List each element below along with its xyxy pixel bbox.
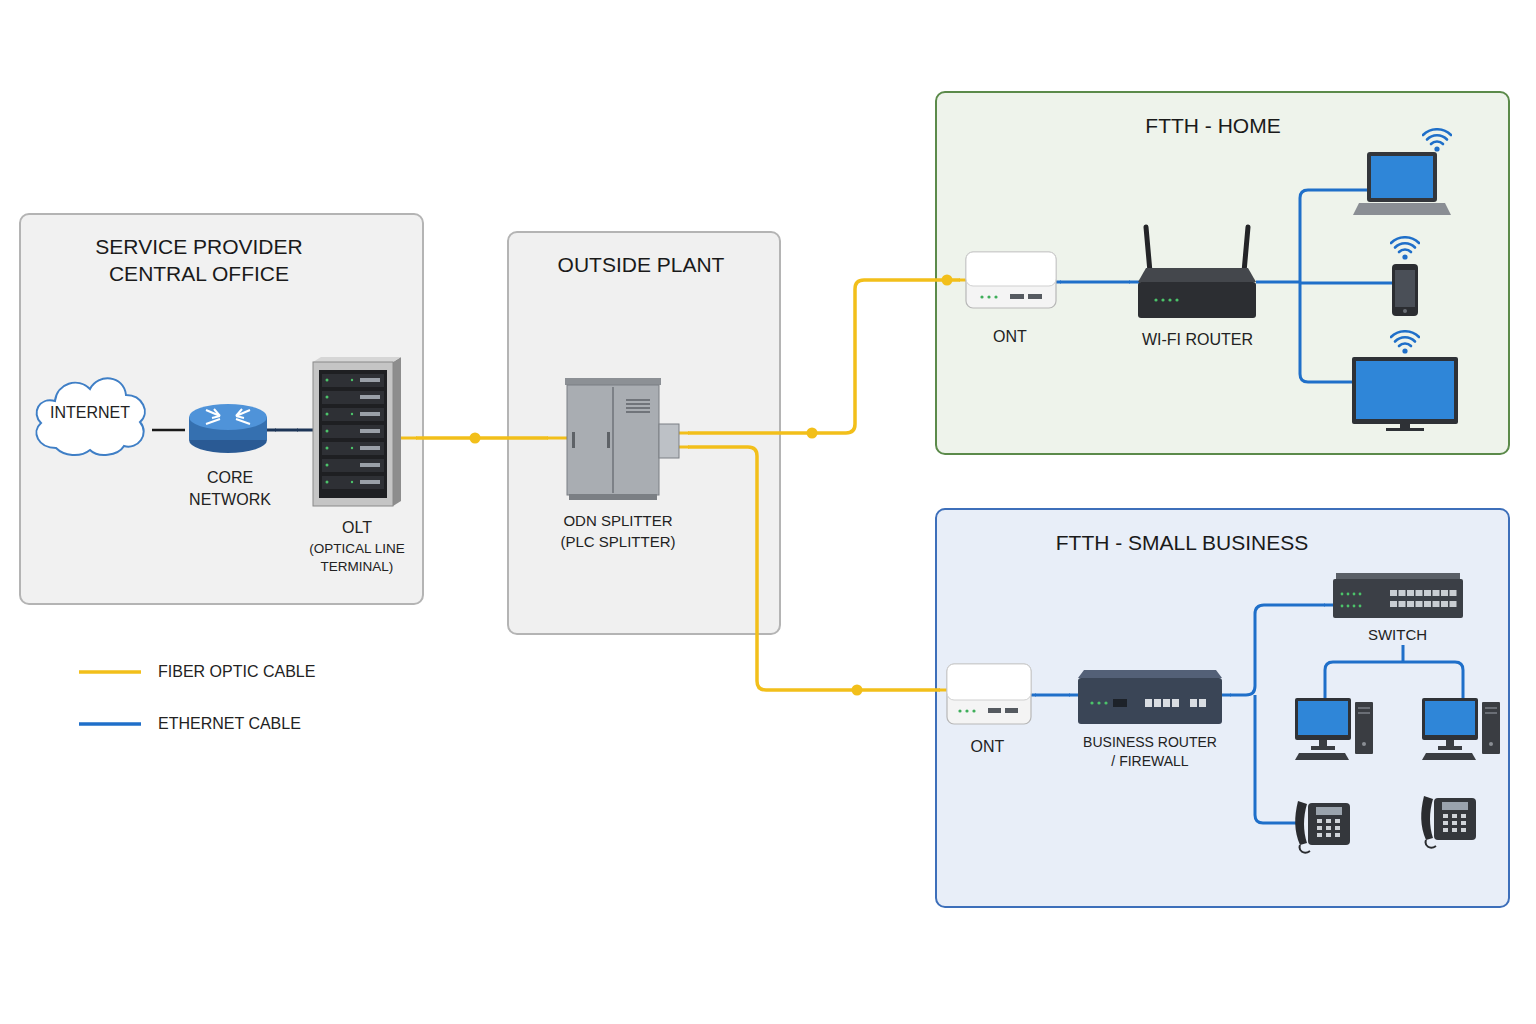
phone-icon: [1392, 264, 1418, 316]
cable-connector: [275, 429, 298, 432]
node-label: ONT: [940, 737, 1035, 757]
panel-title: OUTSIDE PLANT: [521, 251, 761, 278]
node-label: INTERNET: [28, 403, 152, 423]
cable-stub: [1129, 281, 1140, 284]
ont-icon: [947, 664, 1031, 724]
wifi-symbol: [1423, 129, 1451, 151]
fiber-dot: [470, 433, 481, 444]
ethernet-wire: [1255, 695, 1300, 823]
node-label: WI-FI ROUTER: [1130, 330, 1265, 350]
cable-stub: [267, 429, 276, 432]
cable-stub: [939, 689, 948, 692]
wifi-symbol: [1391, 331, 1419, 353]
olt-node: OLT(OPTICAL LINE TERMINAL): [298, 356, 416, 576]
node-label: CORE NETWORK: [185, 467, 275, 511]
internet-cloud: INTERNET: [28, 360, 152, 460]
office-panel: SERVICE PROVIDER CENTRAL OFFICE INTERNET C…: [19, 213, 424, 605]
ethernet-wire: [1325, 662, 1463, 700]
cable-stub: [959, 279, 966, 282]
ethernet-wire: [1300, 282, 1393, 285]
node-label: SWITCH: [1325, 625, 1470, 645]
panel-title: SERVICE PROVIDER CENTRAL OFFICE: [89, 233, 309, 287]
panel-title: FTTH - HOME: [1063, 112, 1363, 139]
cable-stub: [1220, 694, 1231, 697]
node-label: ODN SPLITTER (PLC SPLITTER): [548, 510, 688, 552]
legend-swatch: [79, 670, 141, 674]
legend-swatch: [79, 722, 141, 726]
fiber-dots: [470, 275, 953, 696]
fiber-dot: [852, 685, 863, 696]
legend-text: FIBER OPTIC CABLE: [158, 662, 315, 682]
legend-text: ETHERNET CABLE: [158, 714, 301, 734]
laptop-icon: [1353, 152, 1451, 215]
tv-icon: [1352, 357, 1458, 431]
node-label: BUSINESS ROUTER / FIREWALL: [1080, 733, 1220, 771]
cable-stubs: [267, 280, 1335, 695]
router-icon: [189, 404, 267, 453]
splitter-cabinet-icon: [565, 378, 679, 500]
ethernet-wire: [1402, 645, 1405, 662]
cable-stub: [297, 429, 314, 432]
olt-rack-icon: [313, 357, 401, 506]
outside-plant-panel: OUTSIDE PLANT ODN SPLITTER (PLC SPLITTER): [507, 231, 781, 635]
router-node: CORE NETWORK: [185, 392, 275, 512]
business-router-icon: [1078, 670, 1222, 724]
cable-connector: [1230, 605, 1325, 695]
cable-stub: [547, 437, 568, 440]
desk-phone-icon: [1295, 801, 1350, 853]
cable-stub: [1324, 604, 1335, 607]
cable-stub: [400, 437, 417, 440]
cable-connector: [1035, 694, 1070, 697]
cable-connector: [416, 436, 548, 440]
node-label: (OPTICAL LINE TERMINAL): [298, 540, 416, 576]
wifi-symbol: [1391, 237, 1419, 259]
cable-stub: [1056, 281, 1061, 284]
cable-stub: [679, 432, 689, 435]
node-label: OLT: [298, 518, 416, 538]
ethernet-wire: [1300, 190, 1370, 382]
ethernet-wire: [1256, 281, 1300, 284]
computer-icon: [1295, 698, 1373, 760]
desk-phone-icon: [1421, 796, 1476, 848]
cable-stub: [1031, 694, 1036, 697]
cable-connector: [688, 447, 940, 690]
node-label: ONT: [960, 327, 1060, 347]
fiber-dot: [942, 275, 953, 286]
cable-stub: [1069, 694, 1080, 697]
wifi-router-node: WI-FI ROUTER: [1130, 222, 1265, 352]
computer-icon: [1422, 698, 1500, 760]
cable-connector: [688, 280, 960, 433]
fiber-dot: [807, 428, 818, 439]
cable-connector: [1060, 281, 1130, 284]
cable-stub: [679, 446, 689, 449]
splitter-node: ODN SPLITTER (PLC SPLITTER): [548, 376, 688, 554]
business-router-node: BUSINESS ROUTER / FIREWALL: [1070, 668, 1230, 774]
wifi-router-icon: [1138, 227, 1256, 318]
home-panel: FTTH - HOME ONT WI-FI ROUTER: [935, 91, 1510, 455]
switch-icon: [1333, 573, 1463, 618]
panel-title: FTTH - SMALL BUSINESS: [1032, 529, 1332, 556]
ont-icon: [966, 252, 1056, 308]
ont-node: ONT: [940, 655, 1035, 760]
business-panel: FTTH - SMALL BUSINESS ONT BUSINESS ROUTER …: [935, 508, 1510, 908]
ethernet-wires: [1255, 190, 1463, 823]
ont-node: ONT: [960, 245, 1060, 350]
cable-connector: [152, 429, 185, 432]
switch-node: SWITCH: [1325, 570, 1470, 646]
